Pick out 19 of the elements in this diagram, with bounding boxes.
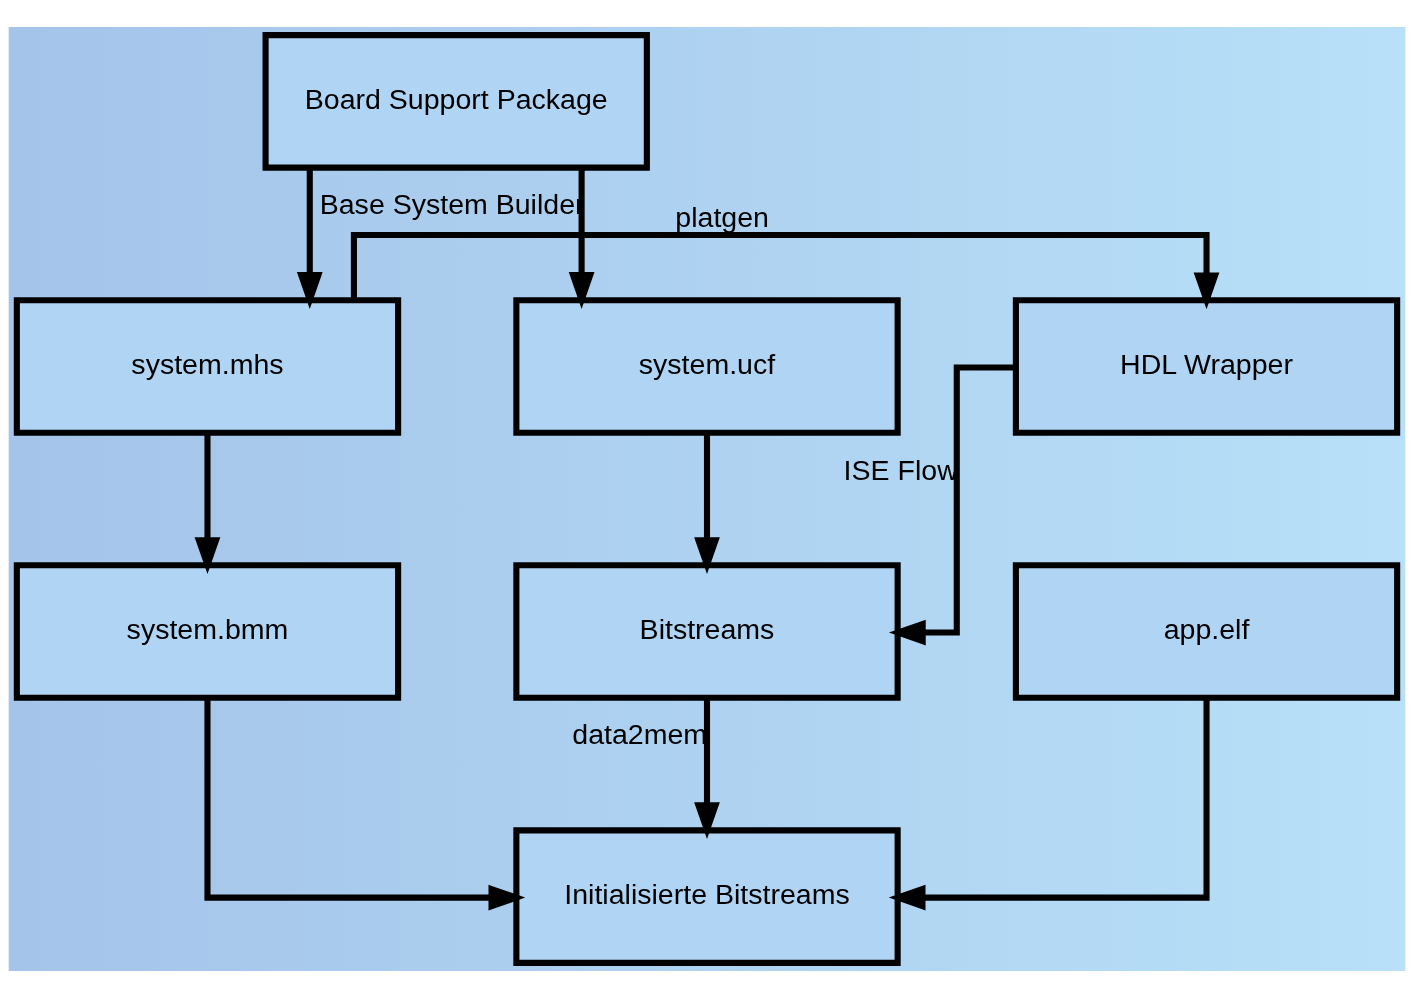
arrow (204, 697, 526, 910)
arrow (888, 363, 1016, 645)
node-box: system.bmm (13, 561, 402, 701)
node-box: HDL Wrapper (1012, 296, 1401, 436)
arrow (568, 167, 595, 309)
node-box: system.ucf (513, 296, 901, 436)
edge-label: platgen (675, 200, 769, 233)
arrow (194, 432, 221, 574)
node-box: app.elf (1012, 561, 1401, 701)
node-box: Bitstreams (513, 561, 901, 701)
arrow (888, 697, 1210, 910)
node-box: Initialisierte Bitstreams (513, 826, 901, 966)
arrow (694, 432, 720, 574)
arrow (694, 697, 720, 839)
arrow (350, 231, 1220, 309)
node-box: Board Support Package (262, 31, 650, 171)
node-box: system.mhs (13, 296, 402, 436)
arrow (296, 167, 323, 309)
edge-label: data2mem (572, 717, 708, 750)
